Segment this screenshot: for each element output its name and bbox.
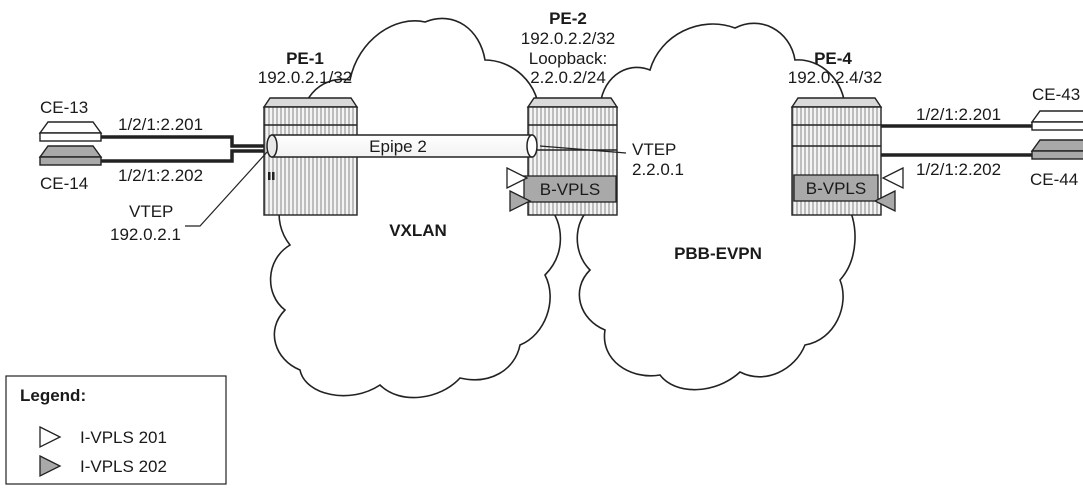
pe-4-ip: 192.0.2.4/32 xyxy=(788,68,883,87)
pe-2-ip: 192.0.2.2/32 xyxy=(521,29,616,48)
pe-2-loopback-label: Loopback: xyxy=(529,49,607,68)
ce-14-label: CE-14 xyxy=(40,174,88,193)
ce-43-device xyxy=(1030,110,1083,131)
vtep-pe1-ip: 192.0.2.1 xyxy=(110,225,181,244)
vtep-pe2-ip: 2.2.0.1 xyxy=(632,160,684,179)
pe-2-name: PE-2 xyxy=(549,9,587,28)
legend-ivpls-201-icon xyxy=(39,425,62,449)
pe-4-bvpls-box xyxy=(793,166,904,213)
ce-44-label: CE-44 xyxy=(1030,170,1078,189)
pe-1-ip: 192.0.2.1/32 xyxy=(258,68,353,87)
link-ce14-pe1-label: 1/2/1:2.202 xyxy=(118,166,203,185)
vxlan-label: VXLAN xyxy=(389,221,447,240)
ce-14-device xyxy=(38,145,103,166)
link-ce13-pe1-label: 1/2/1:2.201 xyxy=(118,115,203,134)
epipe-label: Epipe 2 xyxy=(369,137,427,156)
legend-ivpls-202-label: I-VPLS 202 xyxy=(80,457,167,476)
pbb-evpn-label: PBB-EVPN xyxy=(674,244,762,263)
link-ce14-pe1 xyxy=(101,149,272,163)
link-pe4-ce43-label: 1/2/1:2.201 xyxy=(916,105,1001,124)
pe-2-loopback: 2.2.0.2/24 xyxy=(530,68,606,87)
vtep-pe1-leader xyxy=(185,150,269,227)
vtep-pe2-leader xyxy=(539,145,627,154)
pe-1-router xyxy=(262,97,359,216)
legend-ivpls-201-label: I-VPLS 201 xyxy=(80,428,167,447)
ce-43-label: CE-43 xyxy=(1032,85,1080,104)
pe-4-name: PE-4 xyxy=(814,49,852,68)
pe-2-bvpls-label: B-VPLS xyxy=(540,180,600,199)
pe-1-name: PE-1 xyxy=(286,49,324,68)
ce-13-label: CE-13 xyxy=(40,98,88,117)
vtep-pe1-label: VTEP xyxy=(129,202,173,221)
epipe-tunnel xyxy=(266,134,538,158)
pe-4-bvpls-label: B-VPLS xyxy=(806,179,866,198)
pbb-evpn-cloud xyxy=(576,22,858,391)
link-ce13-pe1 xyxy=(101,135,272,148)
legend-title: Legend: xyxy=(20,386,86,405)
vtep-pe2-label: VTEP xyxy=(632,140,676,159)
ce-44-device xyxy=(1030,139,1083,160)
ce-13-device xyxy=(38,121,103,142)
link-pe4-ce44-label: 1/2/1:2.202 xyxy=(916,160,1001,179)
pe-2-bvpls-box xyxy=(506,166,617,213)
legend: Legend: I-VPLS 201 I-VPLS 202 xyxy=(5,375,227,485)
legend-ivpls-202-icon xyxy=(39,454,62,478)
